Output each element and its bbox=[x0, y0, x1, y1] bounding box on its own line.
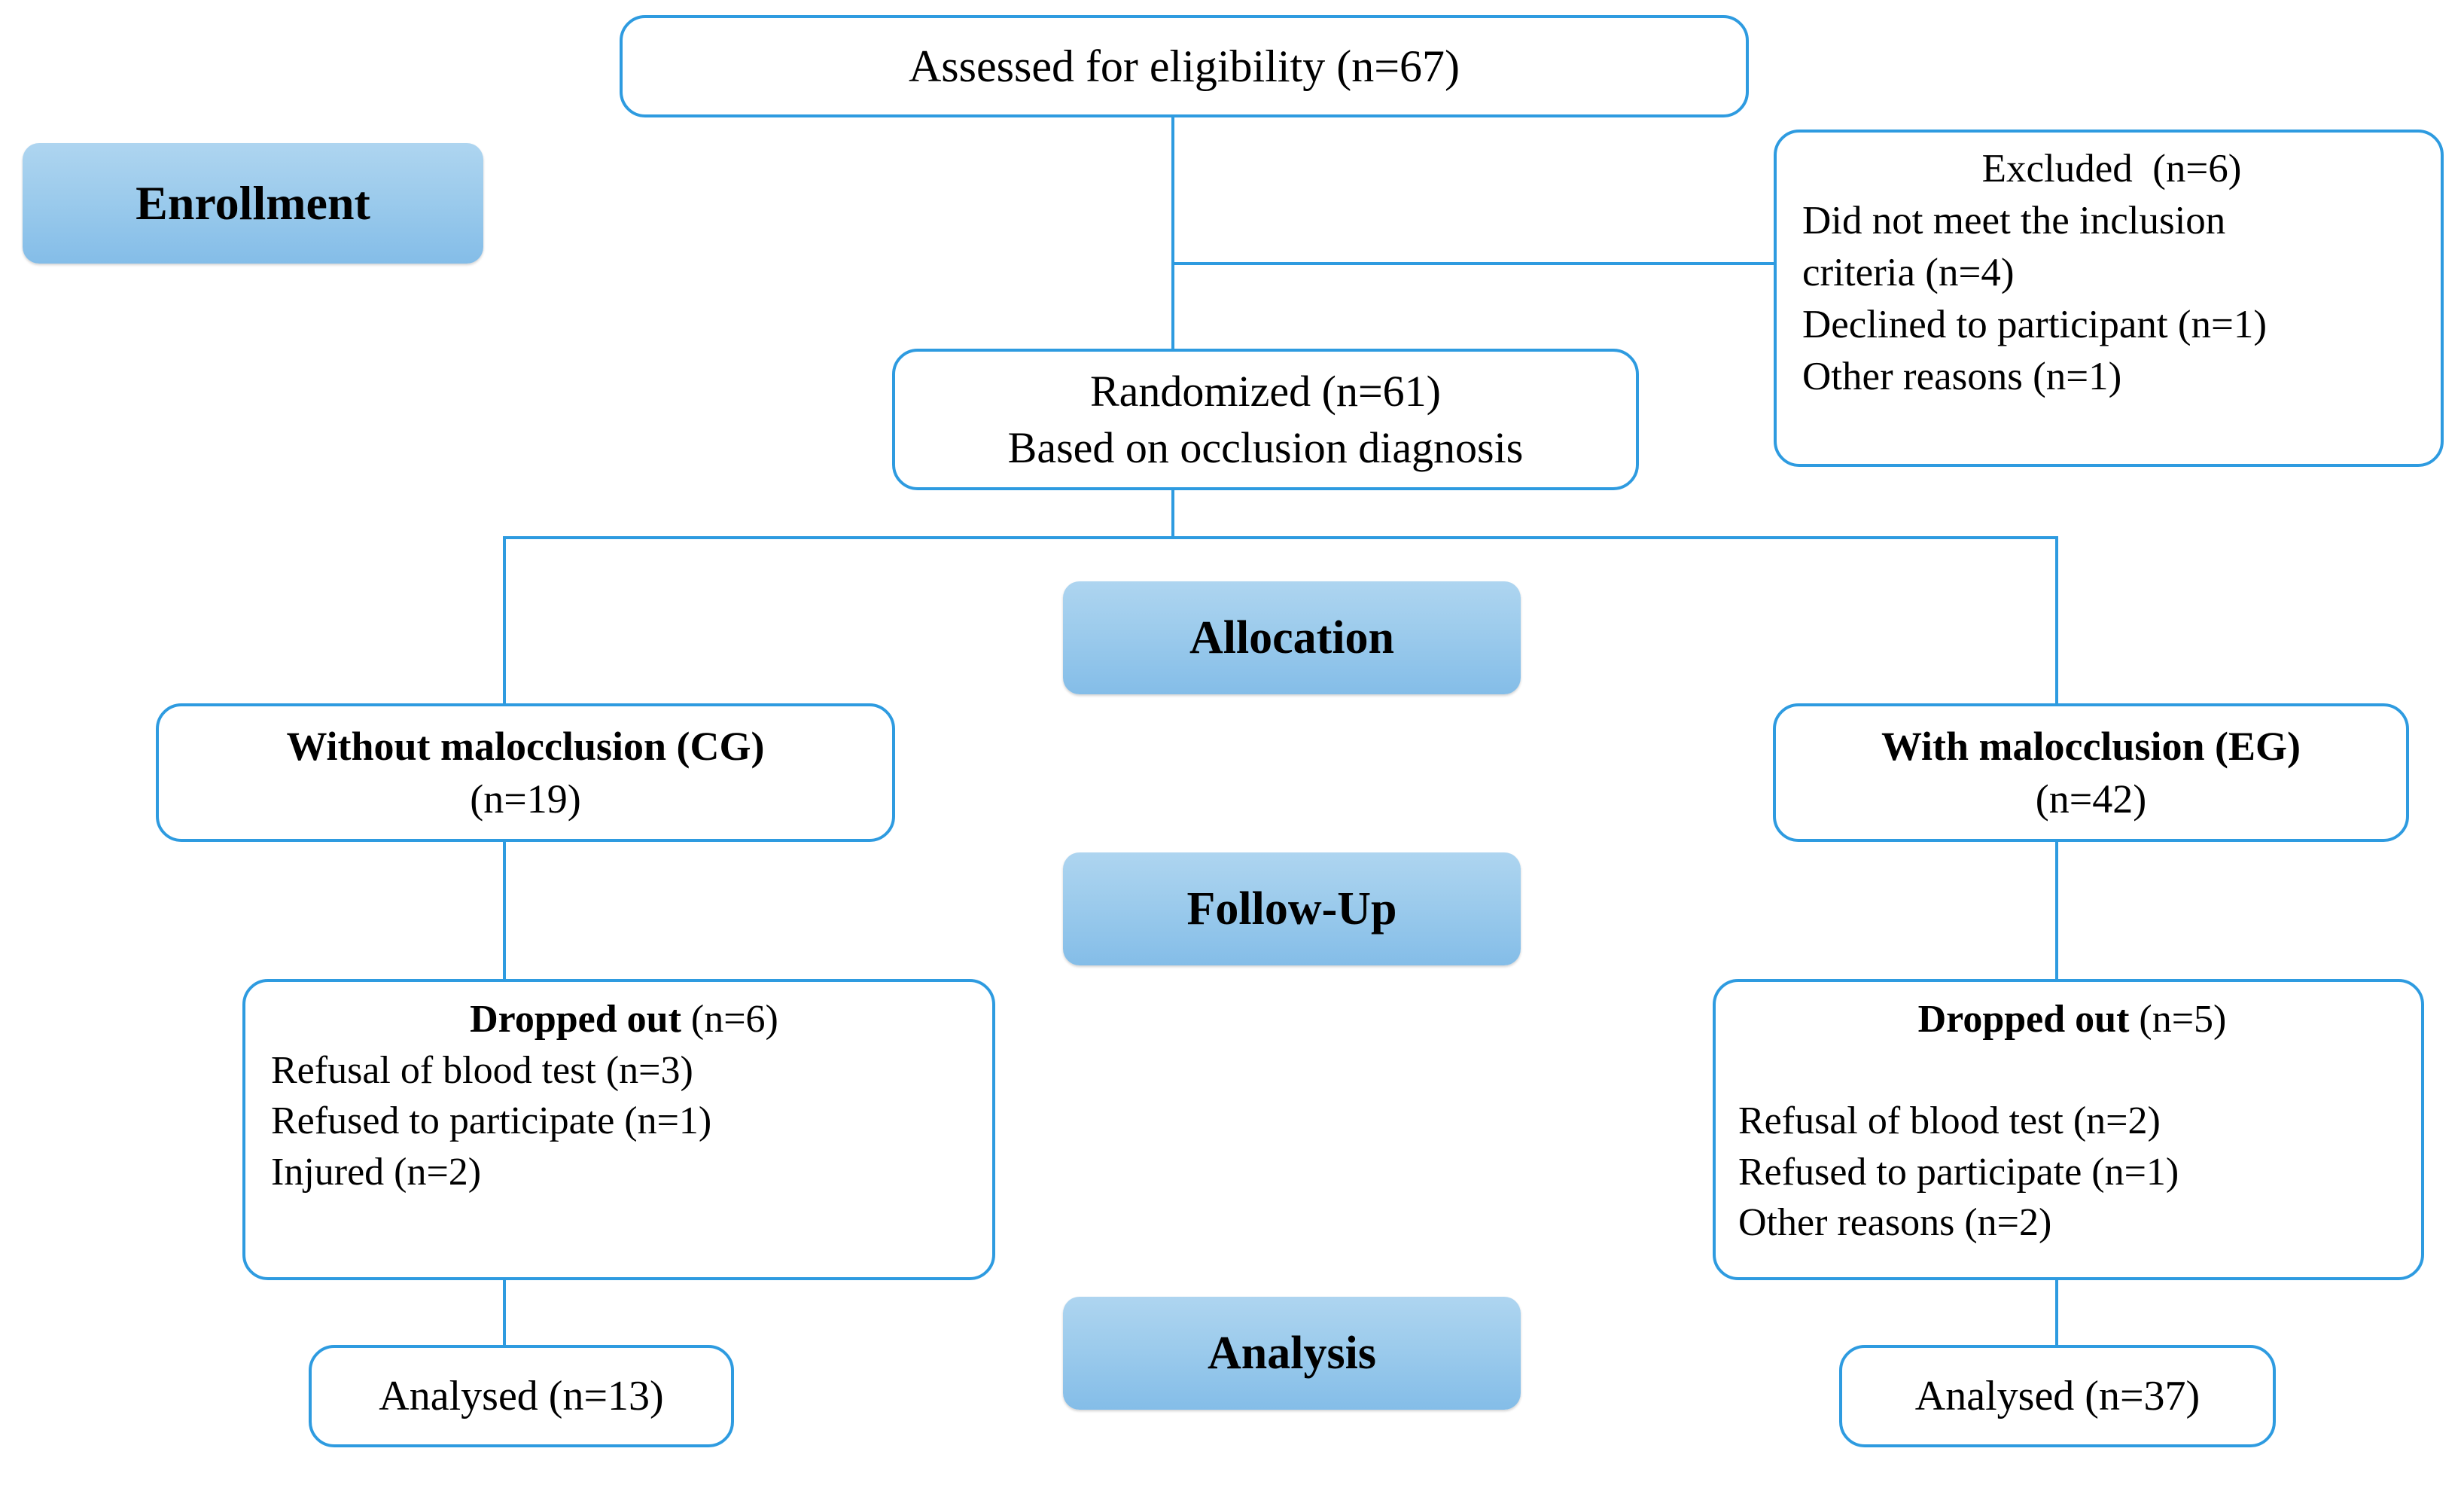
excluded-reason-1: Did not meet the inclusion bbox=[1802, 198, 2226, 242]
box-randomized: Randomized (n=61) Based on occlusion dia… bbox=[892, 349, 1639, 490]
stage-banner-allocation-label: Allocation bbox=[1189, 611, 1395, 663]
stage-banner-analysis-label: Analysis bbox=[1208, 1327, 1376, 1379]
group-control-count: (n=19) bbox=[470, 776, 581, 822]
analysed-experimental-line: Analysed (n=37) bbox=[1914, 1372, 2201, 1419]
group-experimental-title: With malocclusion (EG) bbox=[1881, 723, 2301, 769]
stage-banner-followup-label: Follow-Up bbox=[1186, 883, 1397, 935]
excluded-reason-2: criteria (n=4) bbox=[1802, 250, 2015, 294]
dropout-experimental-reason-1: Refusal of blood test (n=2) bbox=[1738, 1099, 2161, 1143]
dropout-experimental-reason-3: Other reasons (n=2) bbox=[1738, 1201, 2052, 1245]
dropout-control-reason-2: Refused to participate (n=1) bbox=[271, 1099, 712, 1143]
connector-cg-to-dropout bbox=[503, 842, 506, 979]
connector-allocation-split bbox=[503, 536, 2058, 539]
randomized-line-2: Based on occlusion diagnosis bbox=[1007, 423, 1524, 472]
box-analysed-control: Analysed (n=13) bbox=[309, 1345, 734, 1447]
box-excluded: Excluded (n=6) Did not meet the inclusio… bbox=[1774, 130, 2444, 467]
connector-assessed-to-excluded bbox=[1171, 262, 1774, 265]
group-control-title: Without malocclusion (CG) bbox=[286, 723, 765, 769]
stage-banner-enrollment-label: Enrollment bbox=[136, 176, 370, 230]
box-analysed-experimental: Analysed (n=37) bbox=[1839, 1345, 2276, 1447]
analysed-control-line: Analysed (n=13) bbox=[379, 1372, 664, 1419]
group-experimental-count: (n=42) bbox=[2035, 776, 2147, 822]
box-dropout-control: Dropped out (n=6) Refusal of blood test … bbox=[242, 979, 995, 1280]
excluded-reason-3: Declined to participant (n=1) bbox=[1802, 302, 2268, 346]
dropout-experimental-title: Dropped out (n=5) bbox=[1738, 994, 2406, 1045]
stage-banner-allocation: Allocation bbox=[1063, 581, 1521, 694]
connector-eg-to-dropout bbox=[2055, 842, 2058, 979]
connector-dropout-cg-to-analysed bbox=[503, 1280, 506, 1345]
excluded-title: Excluded (n=6) bbox=[1981, 147, 2242, 191]
dropout-control-title: Dropped out (n=6) bbox=[271, 994, 977, 1045]
connector-randomized-down bbox=[1171, 489, 1174, 538]
dropout-control-reason-1: Refusal of blood test (n=3) bbox=[271, 1048, 693, 1092]
box-group-experimental: With malocclusion (EG) (n=42) bbox=[1773, 703, 2409, 842]
dropout-experimental-title-count: (n=5) bbox=[2129, 998, 2227, 1041]
assessed-line: Assessed for eligibility (n=67) bbox=[908, 41, 1460, 91]
stage-banner-followup: Follow-Up bbox=[1063, 852, 1521, 965]
dropout-experimental-reason-2: Refused to participate (n=1) bbox=[1738, 1150, 2179, 1194]
excluded-reason-4: Other reasons (n=1) bbox=[1802, 354, 2122, 398]
box-dropout-experimental: Dropped out (n=5) Refusal of blood test … bbox=[1713, 979, 2424, 1280]
connector-split-left-down bbox=[503, 536, 506, 703]
dropout-control-title-count: (n=6) bbox=[681, 998, 778, 1041]
dropout-control-title-bold: Dropped out bbox=[470, 998, 681, 1041]
stage-banner-analysis: Analysis bbox=[1063, 1297, 1521, 1410]
dropout-control-reason-3: Injured (n=2) bbox=[271, 1150, 482, 1194]
connector-split-right-down bbox=[2055, 536, 2058, 703]
box-assessed-for-eligibility: Assessed for eligibility (n=67) bbox=[620, 15, 1749, 117]
randomized-line-1: Randomized (n=61) bbox=[1090, 366, 1441, 416]
connector-assessed-down bbox=[1171, 117, 1174, 352]
dropout-experimental-title-bold: Dropped out bbox=[1917, 998, 2130, 1041]
box-group-control: Without malocclusion (CG) (n=19) bbox=[156, 703, 895, 842]
connector-dropout-eg-to-analysed bbox=[2055, 1280, 2058, 1345]
stage-banner-enrollment: Enrollment bbox=[23, 143, 483, 264]
